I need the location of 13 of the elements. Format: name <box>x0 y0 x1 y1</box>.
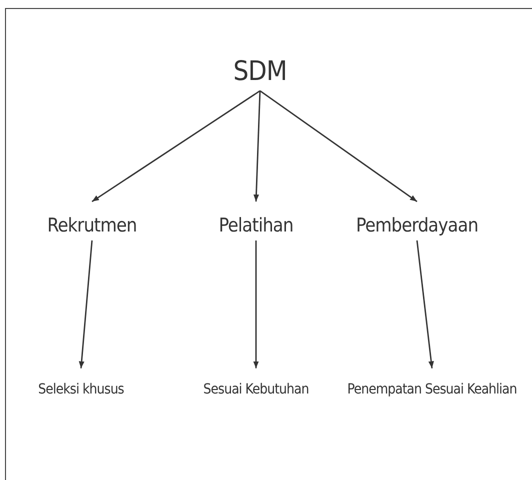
root-label: SDM <box>233 57 287 87</box>
arrow <box>92 90 260 202</box>
detail-label: Seleksi khusus <box>38 382 124 398</box>
arrow <box>253 240 259 368</box>
arrow <box>260 90 418 202</box>
arrow <box>78 240 93 368</box>
arrow <box>416 240 434 368</box>
category-label: Pemberdayaan <box>356 216 478 236</box>
arrow <box>253 90 261 202</box>
category-label: Rekrutmen <box>47 216 137 236</box>
detail-label: Sesuai Kebutuhan <box>203 382 309 398</box>
detail-label: Penempatan Sesuai Keahlian <box>347 382 517 398</box>
category-label: Pelatihan <box>218 216 294 236</box>
